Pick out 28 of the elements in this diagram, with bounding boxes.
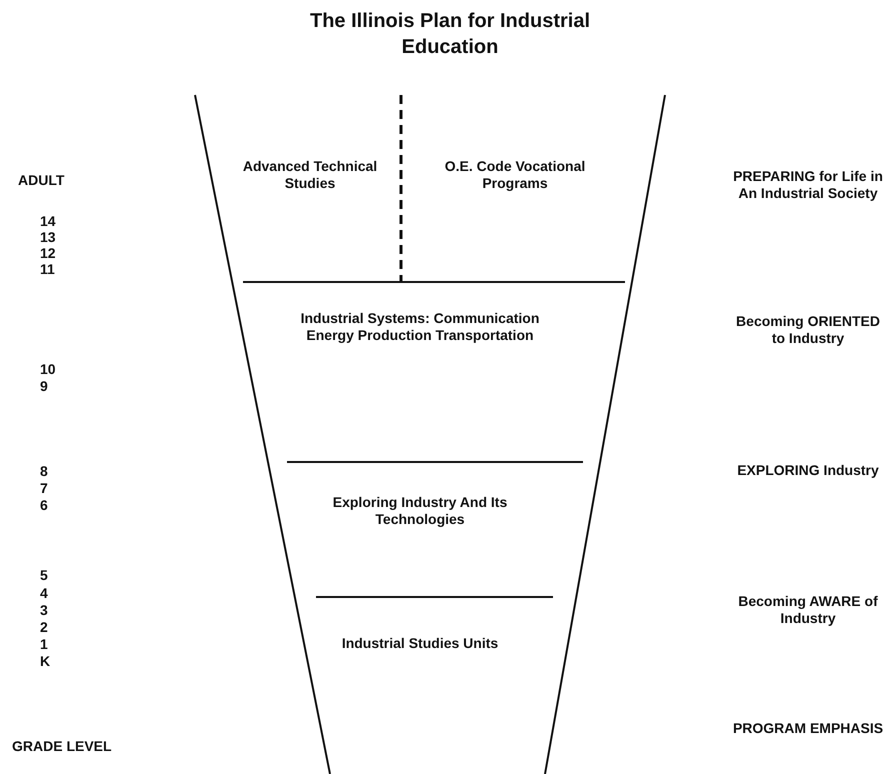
program-emphasis-label: PROGRAM EMPHASIS (732, 720, 884, 737)
program-emphasis-label: EXPLORING Industry (736, 462, 880, 479)
funnel-section-text: Advanced Technical Studies (240, 158, 380, 192)
program-emphasis-label: PREPARING for Life in An Industrial Society (732, 168, 884, 202)
funnel-section-text: Industrial Studies Units (340, 635, 500, 652)
grade-level-label: 14 (40, 213, 57, 230)
grade-level-label: 4 (40, 585, 49, 602)
grade-level-label: 5 (40, 567, 49, 584)
grade-level-label: 11 (40, 261, 56, 278)
funnel-section-text: Industrial Systems: Communication Energy Production Transportation (300, 310, 540, 344)
grade-level-label: K (40, 653, 52, 670)
funnel-section-text: O.E. Code Vocational Programs (420, 158, 610, 192)
grade-level-label: 8 (40, 463, 49, 480)
diagram-title: The Illinois Plan for Industrial Education (308, 9, 592, 60)
program-emphasis-label: Becoming ORIENTED to Industry (735, 313, 881, 347)
grade-level-label: 1 (40, 636, 49, 653)
grade-level-label: 6 (40, 497, 49, 514)
grade-level-label: 12 (40, 245, 57, 262)
grade-level-label: 3 (40, 602, 49, 619)
grade-level-label: 10 (40, 361, 57, 378)
grade-level-label: GRADE LEVEL (12, 738, 113, 755)
grade-level-label: 7 (40, 480, 49, 497)
grade-level-label: ADULT (18, 172, 66, 189)
program-emphasis-label: Becoming AWARE of Industry (737, 593, 879, 627)
grade-level-label: 9 (40, 378, 49, 395)
grade-level-label: 2 (40, 619, 49, 636)
funnel-section-text: Exploring Industry And Its Technologies (300, 494, 540, 528)
grade-level-label: 13 (40, 229, 57, 246)
